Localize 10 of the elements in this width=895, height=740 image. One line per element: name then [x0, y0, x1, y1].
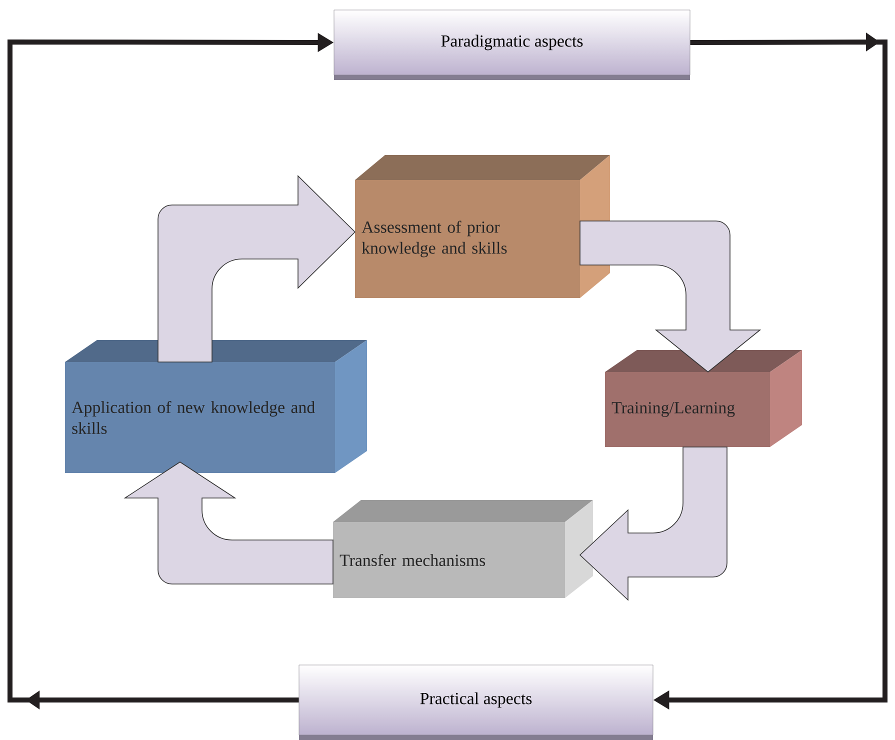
- block-arrow: [124, 462, 334, 584]
- block-arrow: [580, 220, 760, 372]
- title-box: Practical aspects: [298, 664, 654, 740]
- cube-box: Application of new knowledge and skills: [65, 340, 367, 473]
- block-arrow: [580, 446, 728, 600]
- cube-box: Assessment of prior knowledge and skills: [355, 155, 610, 298]
- title-box: Paradigmatic aspects: [334, 10, 690, 80]
- cube-box: Transfer mechanisms: [333, 500, 593, 598]
- block-arrow: [158, 176, 356, 362]
- cube-box: Training/Learning: [605, 350, 802, 447]
